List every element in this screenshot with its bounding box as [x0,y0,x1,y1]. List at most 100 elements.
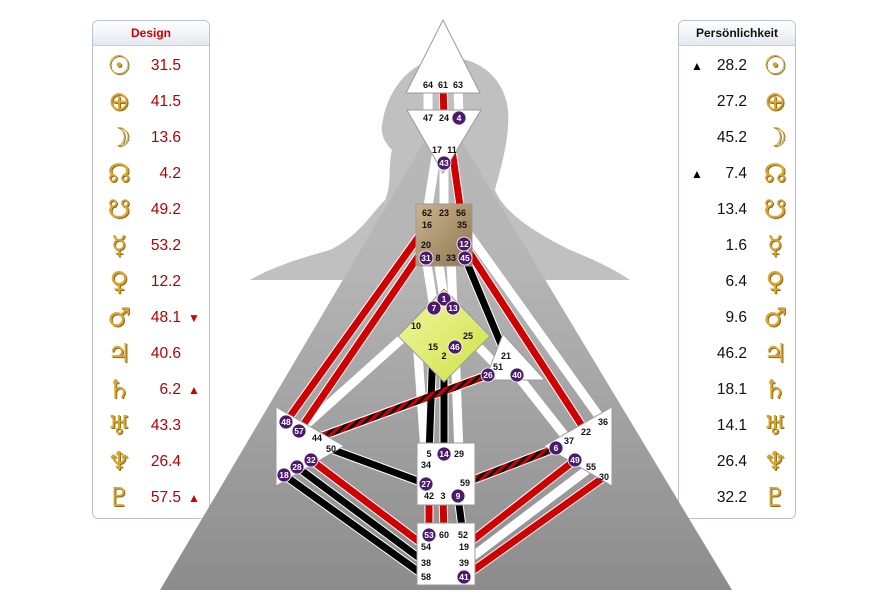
gate-10[interactable]: 10 [411,321,421,331]
gate-9[interactable]: 9 [450,488,466,504]
personality-row-mars: ♂9.6 [679,300,795,336]
gate-line-value: 6.4 [725,273,747,290]
gate-61[interactable]: 61 [438,80,448,90]
gate-33[interactable]: 33 [446,253,456,263]
gate-22[interactable]: 22 [581,427,591,437]
gate-52[interactable]: 52 [458,530,468,540]
gate-50[interactable]: 50 [326,444,336,454]
gate-number: 37 [564,436,574,446]
gate-36[interactable]: 36 [598,417,608,427]
gate-active-marker [421,527,437,543]
gate-2[interactable]: 2 [441,351,446,361]
gate-41[interactable]: 41 [456,569,472,585]
gate-13[interactable]: 13 [445,300,461,316]
gate-42[interactable]: 42 [424,491,434,501]
gate-21[interactable]: 21 [501,351,511,361]
gate-31[interactable]: 31 [418,250,434,266]
gate-60[interactable]: 60 [439,530,449,540]
gate-47[interactable]: 47 [423,113,433,123]
gate-18[interactable]: 18 [276,467,292,483]
gate-number: 49 [570,455,580,465]
gate-24[interactable]: 24 [439,113,449,123]
gate-number: 44 [312,433,322,443]
gate-7[interactable]: 7 [426,300,442,316]
gate-line-value: 7.4 [725,165,747,182]
gate-active-marker [436,155,452,171]
gate-46[interactable]: 46 [447,339,463,355]
gate-34[interactable]: 34 [421,460,431,470]
gate-58[interactable]: 58 [421,572,431,582]
personality-row-saturn: ♄18.1 [679,372,795,408]
design-panel-header: Design [93,21,209,46]
channel-11-56 [448,149,465,214]
gate-8[interactable]: 8 [435,253,440,263]
gate-number: 28 [292,462,302,472]
gate-44[interactable]: 44 [312,433,322,443]
gate-40[interactable]: 40 [509,367,525,383]
gate-53[interactable]: 53 [421,527,437,543]
gate-43[interactable]: 43 [436,155,452,171]
gate-5[interactable]: 5 [426,449,431,459]
gate-number: 50 [326,444,336,454]
gate-54[interactable]: 54 [421,542,431,552]
gate-38[interactable]: 38 [421,558,431,568]
earth-icon: ⊕ [764,87,786,117]
center-ajna[interactable] [406,109,482,174]
gate-37[interactable]: 37 [564,436,574,446]
gate-active-marker [445,300,461,316]
exalted-triangle-icon: ▲ [188,383,200,397]
gate-4[interactable]: 4 [451,110,467,126]
gate-62[interactable]: 62 [422,208,432,218]
gate-63[interactable]: 63 [453,80,463,90]
gate-30[interactable]: 30 [599,472,609,482]
gate-49[interactable]: 49 [567,452,583,468]
gate-51[interactable]: 51 [493,362,503,372]
gate-23[interactable]: 23 [439,208,449,218]
gate-64[interactable]: 64 [423,80,433,90]
gate-12[interactable]: 12 [456,236,472,252]
gate-35[interactable]: 35 [457,220,467,230]
gate-number: 61 [438,80,448,90]
gate-57[interactable]: 57 [291,423,307,439]
personality-row-pluto: ♇32.2 [679,480,795,516]
channel-32-54 [308,457,429,550]
gate-26[interactable]: 26 [480,367,496,383]
gate-32[interactable]: 32 [303,452,319,468]
gate-number: 62 [422,208,432,218]
gate-17[interactable]: 17 [432,145,442,155]
personality-row-south-node: ☋13.4 [679,192,795,228]
gate-1[interactable]: 1 [436,291,452,307]
gate-45[interactable]: 45 [457,250,473,266]
earth-icon: ⊕ [108,87,130,117]
gate-3[interactable]: 3 [440,491,445,501]
center-g[interactable] [397,288,491,383]
design-row-north-node: ☊4.2 [93,156,209,192]
gate-48[interactable]: 48 [278,414,294,430]
gate-active-marker [291,423,307,439]
jupiter-icon: ♃ [763,339,787,369]
south-node-icon: ☋ [763,195,787,225]
gate-59[interactable]: 59 [460,478,470,488]
gate-number: 60 [439,530,449,540]
gate-55[interactable]: 55 [586,462,596,472]
gate-number: 12 [459,239,469,249]
gate-27[interactable]: 27 [418,476,434,492]
gate-number: 33 [446,253,456,263]
gate-active-marker [276,467,292,483]
gate-56[interactable]: 56 [456,208,466,218]
personality-row-north-node: ☊7.4▲ [679,156,795,192]
gate-line-value: 6.2 [159,381,181,398]
gate-11[interactable]: 11 [447,145,457,155]
gate-39[interactable]: 39 [459,558,469,568]
gate-number: 35 [457,220,467,230]
gate-25[interactable]: 25 [463,331,473,341]
center-head[interactable] [405,18,481,94]
gate-16[interactable]: 16 [422,220,432,230]
gate-29[interactable]: 29 [454,449,464,459]
gate-20[interactable]: 20 [421,240,431,250]
gate-28[interactable]: 28 [289,459,305,475]
gate-14[interactable]: 14 [436,446,452,462]
gate-15[interactable]: 15 [428,342,438,352]
gate-6[interactable]: 6 [548,440,564,456]
gate-19[interactable]: 19 [459,542,469,552]
